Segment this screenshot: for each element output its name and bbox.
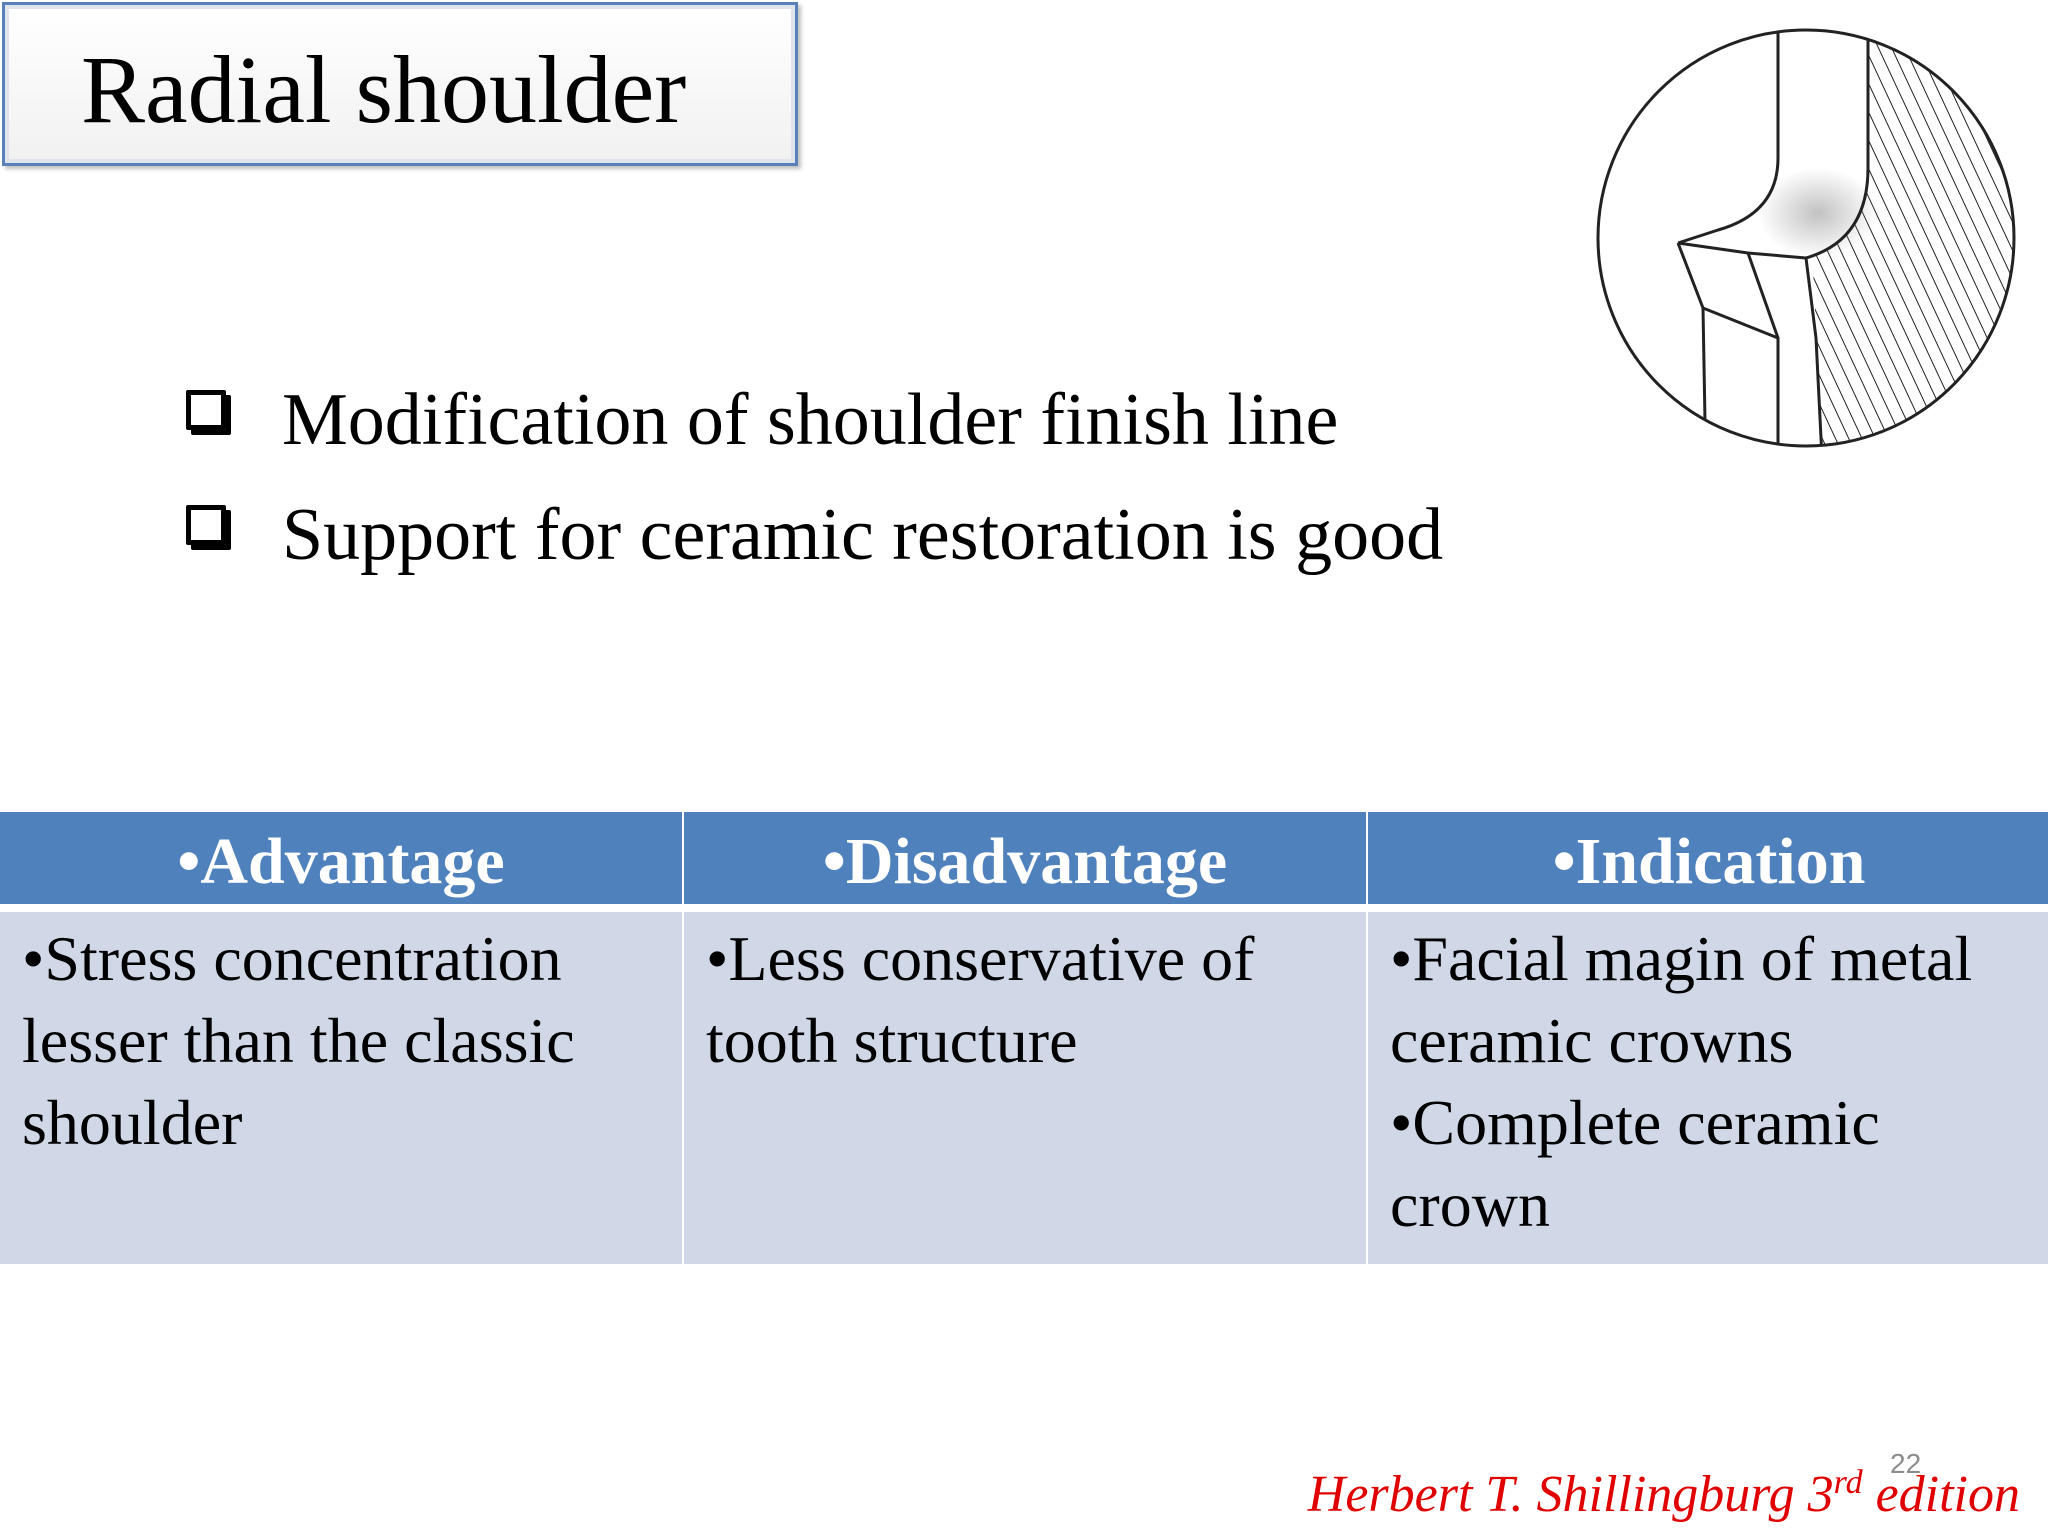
checkbox-bullet-icon	[186, 390, 226, 430]
header-disadvantage: •Disadvantage	[684, 812, 1366, 912]
cell-line: shoulder	[22, 1087, 243, 1158]
cell-line: •Less conservative of	[706, 923, 1255, 994]
cell-disadvantage: •Less conservative of tooth structure	[684, 912, 1366, 1264]
cell-line: crown	[1390, 1169, 1550, 1240]
cell-line: lesser than the classic	[22, 1005, 575, 1076]
citation-superscript: rd	[1833, 1464, 1863, 1501]
cell-advantage: •Stress concentration lesser than the cl…	[0, 912, 682, 1264]
citation: Herbert T. Shillingburg 3rd edition	[1308, 1464, 2020, 1526]
cell-line: •Complete ceramic	[1390, 1087, 1880, 1158]
bullet-text: Support for ceramic restoration is good	[282, 494, 1444, 576]
bullet-list: Modification of shoulder finish line Sup…	[180, 370, 1580, 600]
cell-line: tooth structure	[706, 1005, 1078, 1076]
cell-line: •Facial magin of metal	[1390, 923, 1973, 994]
header-advantage: •Advantage	[0, 812, 682, 912]
checkbox-bullet-icon	[186, 505, 226, 545]
header-indication: •Indication	[1368, 812, 2048, 912]
bullet-item: Support for ceramic restoration is good	[180, 485, 1580, 600]
cell-line: •Stress concentration	[22, 923, 562, 994]
citation-main: Herbert T. Shillingburg 3	[1307, 1466, 1834, 1523]
slide-title: Radial shoulder	[81, 36, 687, 143]
title-box: Radial shoulder	[2, 2, 798, 166]
cell-indication: •Facial magin of metal ceramic crowns •C…	[1368, 912, 2048, 1264]
radial-shoulder-illustration	[1596, 28, 2016, 448]
bullet-text: Modification of shoulder finish line	[282, 379, 1339, 461]
comparison-table: •Advantage •Disadvantage •Indication •St…	[0, 812, 2048, 1264]
page-number: 22	[1890, 1448, 1922, 1479]
citation-end: edition	[1862, 1466, 2020, 1523]
cell-line: ceramic crowns	[1390, 1005, 1794, 1076]
bullet-item: Modification of shoulder finish line	[180, 370, 1580, 485]
